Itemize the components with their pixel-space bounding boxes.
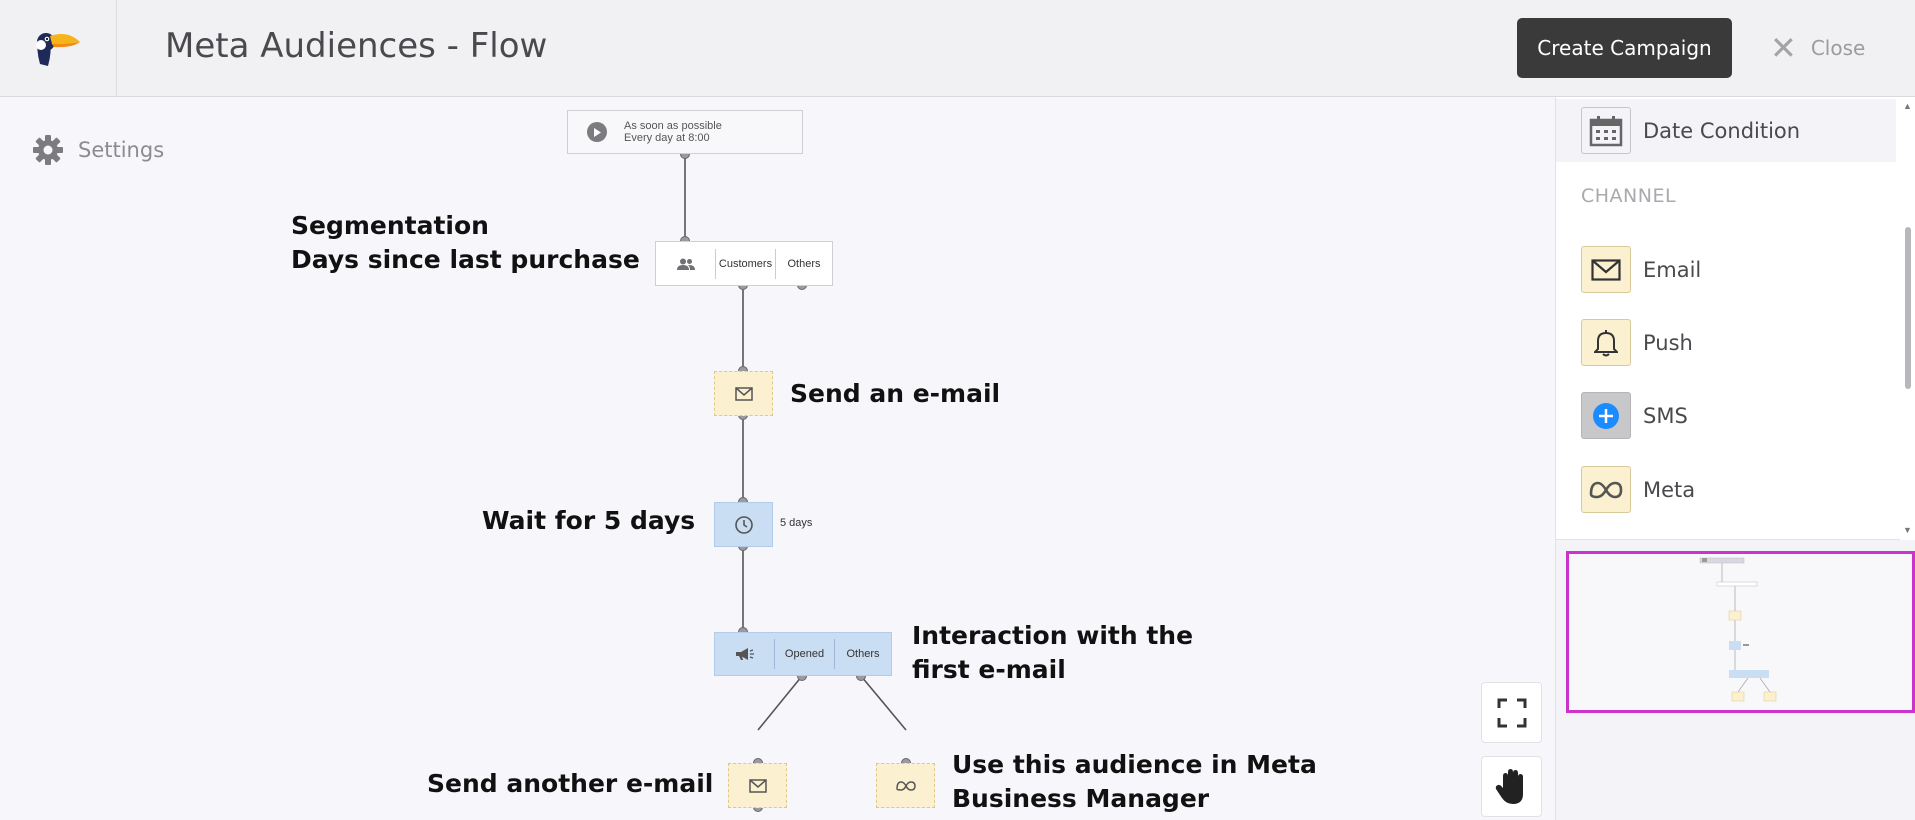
- annotation-interaction-line2: first e-mail: [912, 655, 1066, 684]
- close-button[interactable]: ✕ Close: [1770, 30, 1865, 66]
- hand-icon: [1495, 768, 1523, 804]
- palette-scrollbar[interactable]: ▲ ▼: [1900, 97, 1915, 540]
- plus-circle-icon: [1581, 392, 1631, 439]
- settings-label: Settings: [78, 138, 165, 162]
- minimap-preview: [1699, 557, 1777, 702]
- close-label: Close: [1810, 36, 1866, 60]
- bell-icon: [1581, 319, 1631, 366]
- fullscreen-button[interactable]: [1481, 682, 1542, 743]
- create-campaign-button[interactable]: Create Campaign: [1517, 18, 1732, 78]
- annotation-segmentation: Segmentation Days since last purchase: [291, 209, 640, 277]
- flow-canvas[interactable]: As soon as possible Every day at 8:00 Cu…: [0, 97, 1555, 820]
- interaction-node[interactable]: Opened Others: [714, 632, 892, 676]
- palette-item-sms[interactable]: SMS: [1556, 379, 1896, 452]
- clock-icon: [734, 515, 753, 534]
- trigger-node[interactable]: As soon as possible Every day at 8:00: [567, 110, 803, 154]
- palette-item-meta[interactable]: Meta: [1556, 453, 1896, 526]
- annotation-send-another: Send another e-mail: [427, 769, 714, 798]
- palette-label: Meta: [1643, 477, 1696, 502]
- scroll-down-icon[interactable]: ▼: [1903, 525, 1912, 535]
- interaction-branch-others[interactable]: Others: [846, 648, 880, 660]
- annotation-meta: Use this audience in Meta Business Manag…: [952, 748, 1317, 816]
- minimap[interactable]: [1566, 551, 1915, 713]
- scrollbar-thumb[interactable]: [1905, 227, 1911, 389]
- email-node[interactable]: [714, 371, 773, 416]
- annotation-segmentation-line2: Days since last purchase: [291, 245, 640, 274]
- node-palette: Date Condition CHANNEL Email Push SMS Me…: [1555, 97, 1915, 540]
- meta-logo-icon: [1581, 466, 1631, 513]
- envelope-icon: [734, 386, 753, 401]
- palette-label: Email: [1643, 257, 1702, 282]
- settings-link[interactable]: Settings: [32, 134, 164, 166]
- interaction-branch-opened[interactable]: Opened: [775, 639, 835, 669]
- play-icon: [587, 122, 607, 142]
- logo[interactable]: [0, 0, 117, 96]
- segment-branch-customers[interactable]: Customers: [716, 248, 776, 279]
- gear-icon: [33, 135, 63, 165]
- palette-label: Date Condition: [1643, 118, 1801, 143]
- wait-duration-label: 5 days: [780, 517, 813, 529]
- palette-label: Push: [1643, 330, 1693, 355]
- palette-item-push[interactable]: Push: [1556, 306, 1896, 379]
- users-icon: [656, 248, 716, 279]
- envelope-icon: [748, 778, 767, 793]
- envelope-icon: [1581, 246, 1631, 293]
- meta-node[interactable]: [876, 763, 935, 808]
- annotation-wait: Wait for 5 days: [482, 506, 696, 535]
- toucan-logo-icon: [36, 33, 80, 66]
- trigger-line1: As soon as possible: [624, 120, 722, 132]
- annotation-send-email: Send an e-mail: [790, 379, 1001, 408]
- fullscreen-icon: [1497, 698, 1526, 727]
- email-node-second[interactable]: [728, 763, 787, 808]
- meta-logo-icon: [895, 780, 916, 791]
- palette-label: SMS: [1643, 403, 1688, 428]
- trigger-line2: Every day at 8:00: [624, 132, 710, 144]
- segmentation-node[interactable]: Customers Others: [655, 241, 833, 286]
- palette-item-date-condition[interactable]: Date Condition: [1556, 99, 1896, 162]
- calendar-icon: [1581, 107, 1631, 154]
- app-header: Meta Audiences - Flow Create Campaign ✕ …: [0, 0, 1915, 97]
- flow-connections: [680, 149, 911, 812]
- segment-branch-others[interactable]: Others: [787, 257, 821, 270]
- annotation-segmentation-line1: Segmentation: [291, 211, 489, 240]
- palette-item-email[interactable]: Email: [1556, 233, 1896, 306]
- trigger-schedule: As soon as possible Every day at 8:00: [624, 120, 722, 144]
- channel-section-header: CHANNEL: [1581, 185, 1677, 207]
- megaphone-icon: [715, 639, 775, 669]
- annotation-interaction-line1: Interaction with the: [912, 621, 1194, 650]
- pan-tool-button[interactable]: [1481, 756, 1542, 817]
- wait-node[interactable]: [714, 502, 773, 547]
- annotation-meta-line2: Business Manager: [952, 784, 1210, 813]
- page-title: Meta Audiences - Flow: [165, 26, 548, 66]
- annotation-meta-line1: Use this audience in Meta: [952, 750, 1317, 779]
- scroll-up-icon[interactable]: ▲: [1903, 101, 1912, 111]
- annotation-interaction: Interaction with the first e-mail: [912, 619, 1193, 687]
- close-icon: ✕: [1770, 29, 1797, 67]
